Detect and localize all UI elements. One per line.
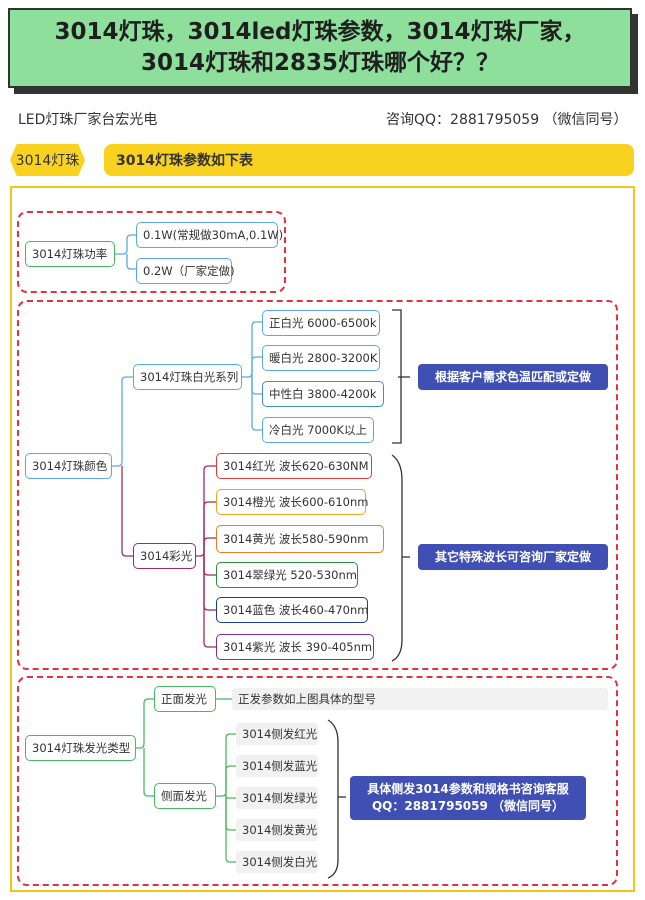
side-item-blue: 3014侧发蓝光 (236, 755, 318, 777)
white-series-node: 3014灯珠白光系列 (133, 364, 242, 390)
rgb-note: 其它特殊波长可咨询厂家定做 (418, 544, 608, 570)
title-line-1: 3014灯珠，3014led灯珠参数，3014灯珠厂家， (54, 19, 586, 45)
front-emit-desc: 正发参数如上图具体的型号 (232, 688, 608, 710)
white-note: 根据客户需求色温匹配或定做 (418, 364, 608, 390)
side-emit-node: 侧面发光 (154, 783, 216, 809)
color-root-node: 3014灯珠颜色 (25, 453, 112, 479)
rgb-item-purple: 3014紫光 波长 390-405nm (216, 634, 374, 660)
white-item-4: 冷白光 7000K以上 (262, 417, 374, 443)
company-name: LED灯珠厂家台宏光电 (18, 112, 158, 128)
side-note: 具体侧发3014参数和规格书咨询客服 QQ：2881795059 （微信同号） (350, 776, 586, 820)
side-note-line-2: QQ：2881795059 （微信同号） (371, 799, 565, 813)
rgb-item-orange: 3014橙光 波长600-610nm (216, 489, 368, 515)
power-item-1: 0.1W(常规做30mA,0.1W) (136, 222, 283, 248)
page-title: 3014灯珠，3014led灯珠参数，3014灯珠厂家， 3014灯珠和2835… (8, 8, 632, 88)
title-line-2: 3014灯珠和2835灯珠哪个好？？ (140, 50, 500, 76)
content-frame (10, 186, 635, 892)
rgb-item-red: 3014红光 波长620-630NM (216, 453, 372, 479)
side-item-green: 3014侧发绿光 (236, 787, 318, 809)
contact-info: 咨询QQ：2881795059 （微信同号） (386, 112, 628, 128)
side-item-yellow: 3014侧发黄光 (236, 819, 318, 841)
side-item-white: 3014侧发白光 (236, 851, 318, 873)
power-root-node: 3014灯珠功率 (25, 241, 115, 267)
section-tag: 3014灯珠 (10, 144, 85, 176)
white-item-1: 正白光 6000-6500k (262, 310, 380, 336)
emit-root-node: 3014灯珠发光类型 (25, 735, 136, 761)
side-item-red: 3014侧发红光 (236, 723, 318, 745)
emit-group (17, 676, 618, 886)
white-item-3: 中性白 3800-4200k (262, 381, 384, 407)
rgb-item-yellow: 3014黄光 波长580-590nm (216, 525, 384, 553)
color-group (17, 300, 618, 670)
rgb-series-node: 3014彩光 (133, 543, 196, 569)
front-emit-node: 正面发光 (154, 686, 216, 712)
power-group (17, 211, 286, 293)
white-item-2: 暖白光 2800-3200K (262, 345, 380, 371)
power-item-2: 0.2W（厂家定做) (136, 258, 235, 284)
side-note-line-1: 具体侧发3014参数和规格书咨询客服 (367, 782, 569, 796)
section-banner: 3014灯珠参数如下表 (104, 144, 634, 176)
rgb-item-blue: 3014蓝色 波长460-470nm (216, 597, 368, 623)
rgb-item-green: 3014翠绿光 520-530nm (216, 562, 358, 588)
